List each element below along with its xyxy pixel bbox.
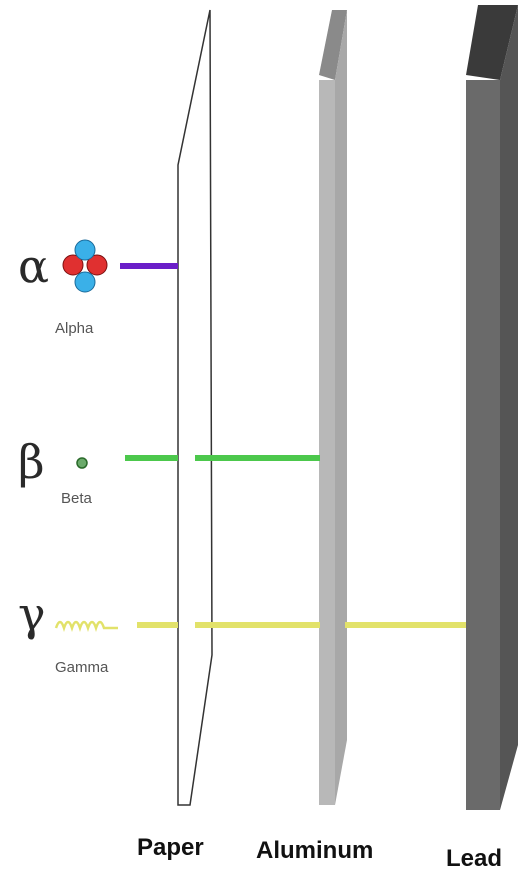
gamma-row: γ Gamma [18,587,466,676]
paper-label: Paper [137,834,204,861]
lead-barrier [466,5,518,810]
aluminum-barrier [319,10,347,805]
alpha-name: Alpha [55,320,94,337]
alpha-row: α Alpha [18,239,178,337]
beta-symbol: β [18,435,45,489]
paper-barrier [178,10,212,805]
beta-row: β Beta [18,435,320,507]
lead-label: Lead [446,845,502,872]
beta-name: Beta [61,490,93,507]
aluminum-label: Aluminum [256,837,373,864]
alpha-symbol: α [18,239,49,293]
beta-particle-icon [77,458,87,468]
alpha-particle-icon [63,240,107,292]
gamma-wave-icon [56,622,118,628]
gamma-symbol: γ [18,587,46,641]
gamma-name: Gamma [55,659,109,676]
